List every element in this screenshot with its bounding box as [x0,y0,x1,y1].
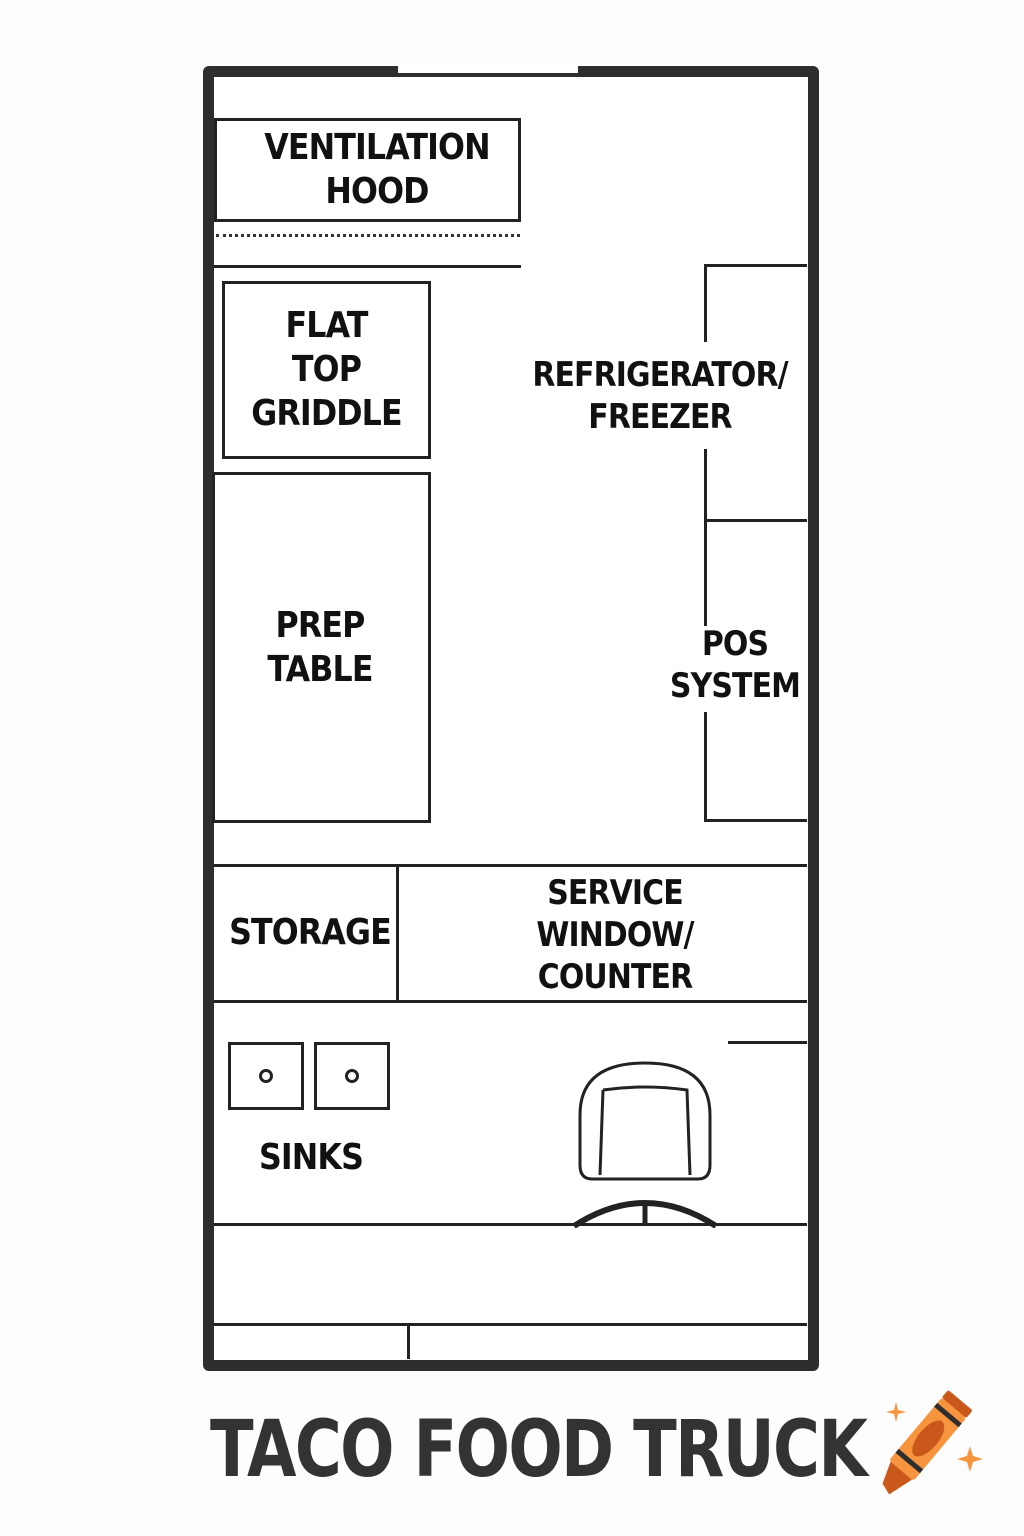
sink-right [314,1042,390,1110]
drain-icon [345,1069,359,1083]
hood-shelf-line [214,265,521,268]
fridge-left-edge-lower [704,449,707,521]
sparkle-icon [886,1402,906,1422]
diagram-title: TACO FOOD TRUCK [210,1405,868,1495]
flat-top-griddle-label: FLAT TOP GRIDDLE [251,305,402,434]
fridge-left-edge-upper [704,264,707,342]
driver-seat-icon [578,1061,712,1181]
steering-wheel-icon [572,1200,718,1229]
pos-system-label: POS SYSTEM [669,624,801,706]
counter-row-top [214,864,807,867]
fridge-top-edge [705,264,807,267]
dashboard-line [214,1223,807,1226]
fridge-bottom-edge [705,519,807,522]
storage-divider [396,866,399,1002]
ventilation-hood-label: VENTILATION HOOD [264,127,490,212]
sparkle-icon [957,1446,983,1472]
cab-wall-line [728,1041,807,1044]
pos-left-edge-upper [704,521,707,626]
roof-vent [396,66,580,75]
prep-table-label: PREP TABLE [267,604,373,690]
hood-filter-line [216,234,520,237]
pos-bottom-edge [705,819,807,822]
crayon-icon [882,1390,983,1495]
prep-table-zone: PREP TABLE [212,472,431,823]
sinks-label: SINKS [258,1137,364,1178]
service-window-counter-label: SERVICE WINDOW/ COUNTER [536,873,694,997]
bumper-divider [407,1325,410,1359]
bumper-line [214,1323,807,1326]
counter-row-bottom [214,1000,807,1003]
storage-label: STORAGE [229,912,392,953]
flat-top-griddle-zone: FLAT TOP GRIDDLE [222,281,431,459]
refrigerator-freezer-label: REFRIGERATOR/ FREEZER [532,355,788,437]
ventilation-hood-zone: VENTILATION HOOD [214,118,521,222]
drain-icon [259,1069,273,1083]
pos-left-edge-lower [704,712,707,822]
sink-left [228,1042,304,1110]
